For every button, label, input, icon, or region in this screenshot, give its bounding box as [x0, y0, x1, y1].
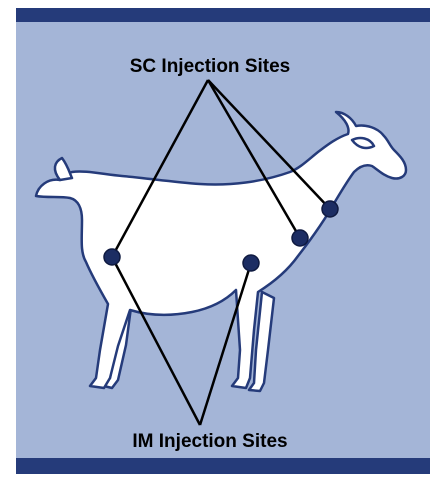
- marker-flank: [243, 255, 259, 271]
- im-injection-sites-label: IM Injection Sites: [132, 431, 287, 452]
- marker-neck: [322, 201, 338, 217]
- sc-injection-sites-label: SC Injection Sites: [130, 56, 290, 77]
- top-frame-bar: [16, 8, 430, 22]
- marker-shoulder: [292, 230, 308, 246]
- bottom-frame-bar: [16, 458, 430, 474]
- marker-rump: [104, 249, 120, 265]
